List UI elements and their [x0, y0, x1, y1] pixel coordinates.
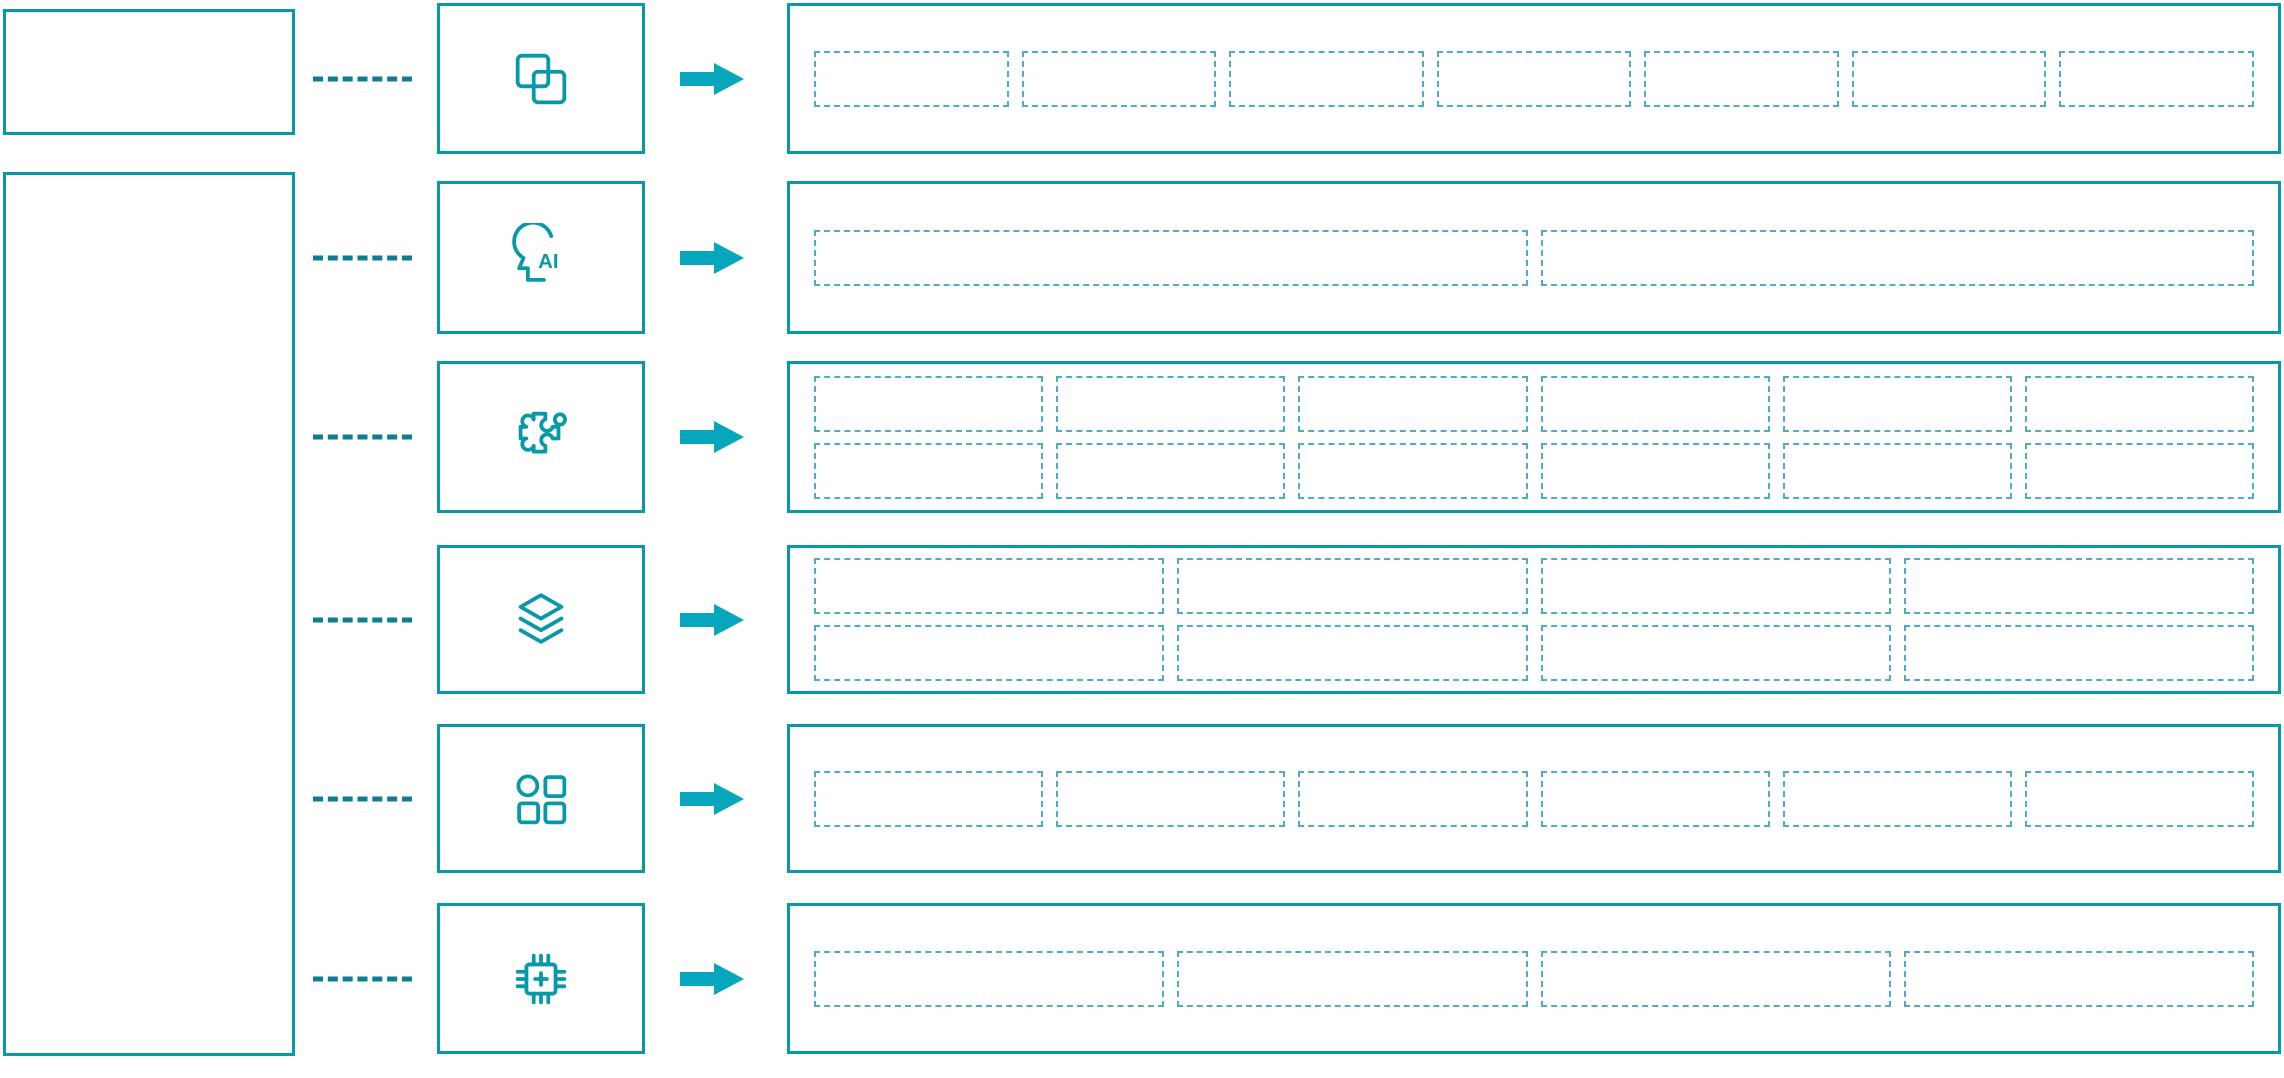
placeholder-box	[1298, 375, 1528, 432]
placeholder-box	[1177, 625, 1528, 681]
ai-head-icon: AI	[512, 222, 558, 282]
puzzle-icon	[518, 411, 567, 454]
arrow-icon	[680, 419, 746, 455]
module-container-6	[787, 903, 2281, 1054]
placeholder-box	[1298, 442, 1528, 499]
overlap-squares-icon	[515, 53, 567, 104]
placeholder-box	[1851, 50, 2047, 107]
placeholder-box	[1056, 770, 1286, 827]
placeholder-row	[814, 50, 2255, 107]
placeholder-box	[814, 50, 1009, 107]
icon-node-1	[437, 3, 645, 154]
diagram-row-1	[0, 3, 2284, 154]
placeholder-box	[1540, 558, 1891, 614]
chip-plus-icon	[515, 953, 567, 1004]
diagram-row-4	[0, 545, 2284, 694]
placeholder-box	[1436, 50, 1632, 107]
category-grid-icon	[516, 774, 567, 824]
module-container-1	[787, 3, 2281, 154]
placeholder-box	[1903, 558, 2254, 614]
placeholder-row	[814, 625, 2254, 681]
placeholder-box	[1177, 558, 1528, 614]
placeholder-box	[1903, 625, 2254, 681]
icon-node-4	[437, 545, 645, 694]
dashed-connector	[313, 617, 412, 622]
icon-node-5	[437, 724, 645, 873]
top-left-box	[3, 9, 295, 135]
module-container-3	[787, 361, 2281, 513]
placeholder-box	[814, 950, 1165, 1007]
placeholder-box	[1782, 770, 2012, 827]
arrow-icon	[680, 240, 746, 276]
placeholder-box	[1177, 950, 1528, 1007]
arrow-icon	[680, 61, 746, 97]
dashed-connector	[313, 796, 412, 801]
placeholder-row	[814, 375, 2255, 432]
placeholder-box	[814, 770, 1044, 827]
placeholder-box	[1540, 625, 1891, 681]
placeholder-box	[1903, 950, 2254, 1007]
module-container-4	[787, 545, 2281, 694]
arrow-icon	[680, 781, 746, 817]
left-tall-box	[3, 172, 295, 1056]
dashed-connector	[313, 255, 412, 260]
placeholder-box	[1298, 770, 1528, 827]
dashed-connector	[313, 976, 412, 981]
placeholder-row	[814, 442, 2255, 499]
placeholder-box	[814, 375, 1044, 432]
layers-icon	[518, 592, 564, 644]
placeholder-box	[1056, 442, 1286, 499]
diagram-row-2: AI	[0, 181, 2284, 334]
diagram-row-5	[0, 724, 2284, 873]
placeholder-box	[814, 625, 1165, 681]
placeholder-box	[1540, 442, 1770, 499]
placeholder-box	[814, 558, 1165, 614]
icon-node-2: AI	[437, 181, 645, 334]
arrow-icon	[680, 602, 746, 638]
arrow-icon	[680, 961, 746, 997]
module-container-5	[787, 724, 2281, 873]
placeholder-box	[1540, 770, 1770, 827]
placeholder-box	[2024, 442, 2255, 499]
diagram-row-3	[0, 361, 2284, 513]
placeholder-box	[2024, 770, 2255, 827]
dashed-connector	[313, 76, 412, 81]
placeholder-box	[1540, 229, 2254, 286]
placeholder-row	[814, 950, 2254, 1007]
dashed-connector	[313, 434, 412, 440]
icon-node-3	[437, 361, 645, 513]
placeholder-box	[1782, 442, 2012, 499]
module-container-2	[787, 181, 2281, 334]
placeholder-row	[814, 770, 2255, 827]
diagram-row-6	[0, 903, 2284, 1054]
placeholder-box	[1540, 950, 1891, 1007]
placeholder-row	[814, 229, 2254, 286]
icon-node-6	[437, 903, 645, 1054]
placeholder-box	[2024, 375, 2255, 432]
placeholder-box	[1540, 375, 1770, 432]
placeholder-box	[1644, 50, 1839, 107]
placeholder-box	[814, 229, 1528, 286]
placeholder-row	[814, 558, 2254, 614]
placeholder-box	[1229, 50, 1424, 107]
placeholder-box	[1056, 375, 1286, 432]
ai-label: AI	[538, 251, 558, 273]
placeholder-box	[2059, 50, 2255, 107]
placeholder-box	[814, 442, 1044, 499]
placeholder-box	[1782, 375, 2012, 432]
placeholder-box	[1021, 50, 1217, 107]
